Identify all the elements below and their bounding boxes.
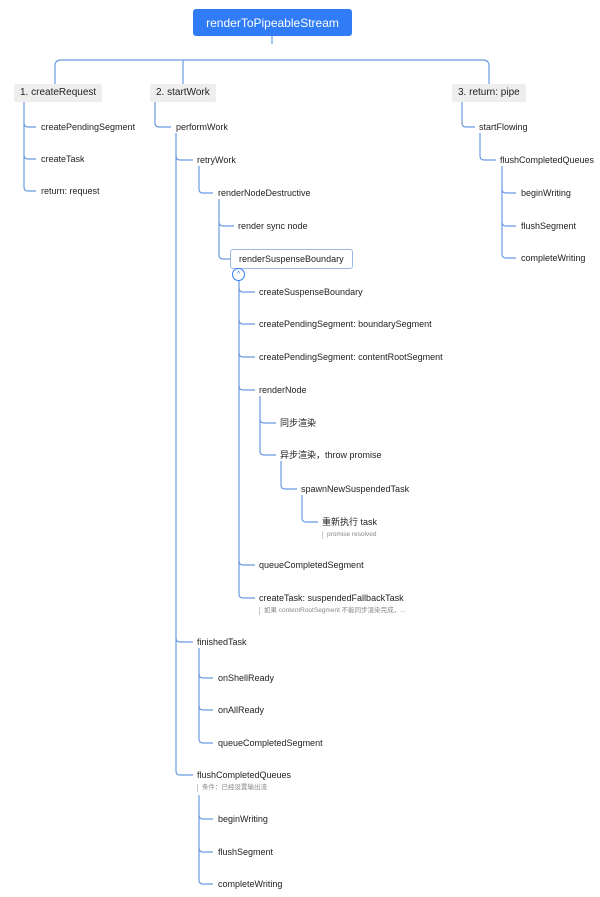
node-flush-completed-queues[interactable]: flushCompletedQueues: [197, 770, 292, 780]
node-render-node[interactable]: renderNode: [259, 385, 307, 395]
node-create-pending-segment[interactable]: createPendingSegment: [41, 122, 136, 132]
branch-create-request[interactable]: 1. createRequest: [14, 84, 103, 102]
node-return-request[interactable]: return: request: [41, 186, 100, 196]
node-spawn-new-suspended-task[interactable]: spawnNewSuspendedTask: [301, 484, 410, 494]
node-start-flowing[interactable]: startFlowing: [479, 122, 528, 132]
node-sync-render[interactable]: 同步渲染: [280, 418, 317, 428]
node-pipe-complete-writing[interactable]: completeWriting: [521, 253, 586, 263]
node-finished-task[interactable]: finishedTask: [197, 637, 247, 647]
node-complete-writing[interactable]: completeWriting: [218, 879, 283, 889]
branch-pipe[interactable]: 3. return: pipe: [452, 84, 526, 102]
node-flush-segment[interactable]: flushSegment: [218, 847, 274, 857]
node-create-pending-segment-boundary[interactable]: createPendingSegment: boundarySegment: [259, 319, 432, 329]
node-pipe-flush-completed-queues[interactable]: flushCompletedQueues: [500, 155, 595, 165]
node-create-task-fallback[interactable]: createTask: suspendedFallbackTask: [259, 593, 404, 603]
branch-start-work[interactable]: 2. startWork: [150, 84, 216, 102]
node-create-suspense-boundary[interactable]: createSuspenseBoundary: [259, 287, 363, 297]
node-pipe-begin-writing[interactable]: beginWriting: [521, 188, 571, 198]
node-perform-work[interactable]: performWork: [176, 122, 228, 132]
node-queue-completed-segment[interactable]: queueCompletedSegment: [259, 560, 364, 570]
note-flush-condition: 条件：已经设置输出流: [197, 784, 267, 792]
node-pipe-flush-segment[interactable]: flushSegment: [521, 221, 577, 231]
node-render-node-destructive[interactable]: renderNodeDestructive: [218, 188, 311, 198]
node-create-task[interactable]: createTask: [41, 154, 85, 164]
note-content-root-segment: 如果 contentRootSegment 不能同步渲染完成，...: [259, 607, 406, 615]
node-begin-writing[interactable]: beginWriting: [218, 814, 268, 824]
node-queue-completed-segment-finished[interactable]: queueCompletedSegment: [218, 738, 323, 748]
node-reexecute-task[interactable]: 重新执行 task: [322, 517, 378, 527]
node-on-shell-ready[interactable]: onShellReady: [218, 673, 275, 683]
root-node[interactable]: renderToPipeableStream: [193, 9, 352, 36]
node-render-sync-node[interactable]: render sync node: [238, 221, 308, 231]
node-create-pending-segment-content[interactable]: createPendingSegment: contentRootSegment: [259, 352, 443, 362]
node-render-suspense-boundary[interactable]: renderSuspenseBoundary: [230, 249, 353, 269]
node-async-render[interactable]: 异步渲染，throw promise: [280, 450, 382, 460]
note-promise-resolved: promise resolved: [322, 531, 377, 539]
node-on-all-ready[interactable]: onAllReady: [218, 705, 265, 715]
chevron-up-icon[interactable]: ^: [232, 268, 245, 281]
node-retry-work[interactable]: retryWork: [197, 155, 236, 165]
